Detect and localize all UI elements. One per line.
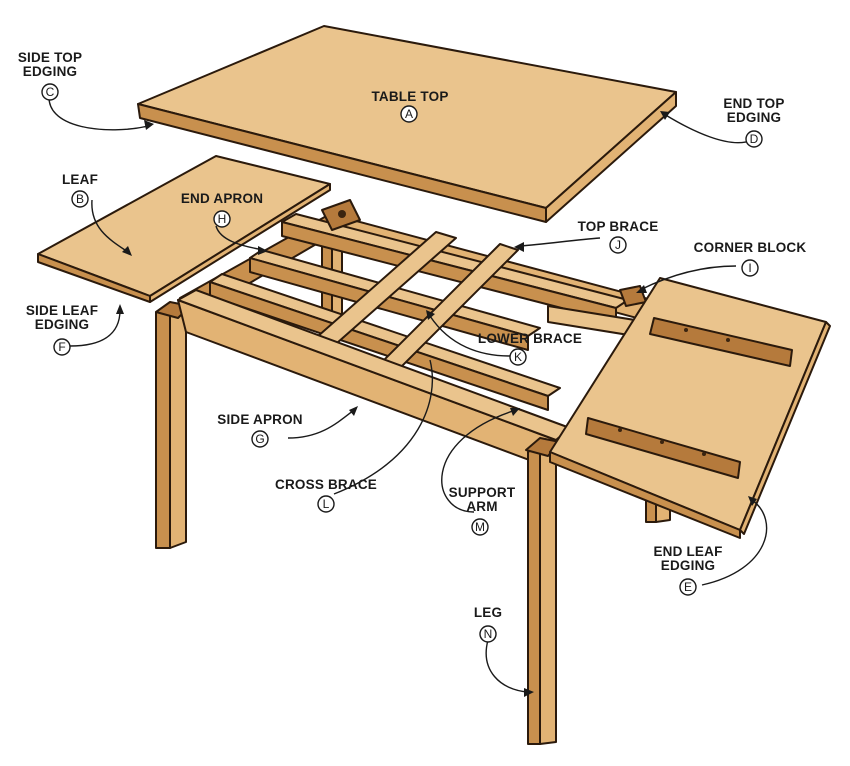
- svg-text:CROSS BRACE: CROSS BRACE: [275, 477, 377, 492]
- svg-text:END LEAF: END LEAF: [653, 544, 722, 559]
- svg-text:END TOP: END TOP: [723, 96, 784, 111]
- svg-text:M: M: [475, 520, 485, 534]
- svg-text:H: H: [218, 212, 227, 226]
- svg-text:L: L: [323, 497, 330, 511]
- svg-text:TABLE TOP: TABLE TOP: [371, 89, 448, 104]
- label-j-top-brace: TOP BRACE J: [578, 219, 659, 254]
- svg-text:TOP BRACE: TOP BRACE: [578, 219, 659, 234]
- svg-text:J: J: [615, 238, 621, 252]
- svg-text:EDGING: EDGING: [661, 558, 715, 573]
- end-leaf: [549, 277, 831, 539]
- svg-text:EDGING: EDGING: [35, 317, 89, 332]
- label-c-side-top-edging: SIDE TOP EDGING C: [18, 50, 82, 101]
- front-right-leg: [525, 437, 561, 745]
- svg-text:SIDE TOP: SIDE TOP: [18, 50, 82, 65]
- svg-text:K: K: [514, 350, 522, 364]
- svg-text:SIDE APRON: SIDE APRON: [217, 412, 303, 427]
- corner-block-back: [321, 199, 361, 231]
- top-brace-left: [209, 273, 561, 411]
- svg-text:B: B: [76, 192, 84, 206]
- svg-text:C: C: [46, 85, 55, 99]
- svg-text:SIDE LEAF: SIDE LEAF: [26, 303, 98, 318]
- leaf: [37, 155, 331, 303]
- svg-text:A: A: [405, 107, 413, 121]
- svg-text:END APRON: END APRON: [181, 191, 263, 206]
- svg-text:ARM: ARM: [466, 499, 497, 514]
- label-n-leg: LEG N: [474, 605, 502, 643]
- svg-text:SUPPORT: SUPPORT: [449, 485, 516, 500]
- front-left-leg: [155, 301, 191, 549]
- svg-text:D: D: [750, 132, 759, 146]
- svg-text:E: E: [684, 580, 692, 594]
- svg-text:LEAF: LEAF: [62, 172, 98, 187]
- label-k-lower-brace: LOWER BRACE K: [478, 331, 582, 366]
- label-a-table-top: TABLE TOP A: [371, 89, 448, 123]
- svg-text:G: G: [255, 432, 264, 446]
- svg-text:LOWER BRACE: LOWER BRACE: [478, 331, 582, 346]
- svg-text:I: I: [748, 261, 751, 275]
- leader-lines: [48, 89, 768, 697]
- svg-text:LEG: LEG: [474, 605, 502, 620]
- svg-text:F: F: [58, 340, 65, 354]
- label-m-support-arm: SUPPORT ARM M: [449, 485, 516, 536]
- label-g-side-apron: SIDE APRON G: [217, 412, 303, 448]
- svg-text:EDGING: EDGING: [23, 64, 77, 79]
- svg-text:EDGING: EDGING: [727, 110, 781, 125]
- label-f-side-leaf-edging: SIDE LEAF EDGING F: [26, 303, 98, 356]
- label-e-end-leaf-edging: END LEAF EDGING E: [653, 544, 722, 596]
- label-l-cross-brace: CROSS BRACE L: [275, 477, 377, 513]
- label-d-end-top-edging: END TOP EDGING D: [723, 96, 784, 148]
- label-h-end-apron: END APRON H: [181, 191, 263, 228]
- svg-text:N: N: [484, 627, 493, 641]
- label-b-leaf: LEAF B: [62, 172, 98, 208]
- label-i-corner-block: CORNER BLOCK I: [694, 240, 807, 277]
- svg-text:CORNER BLOCK: CORNER BLOCK: [694, 240, 807, 255]
